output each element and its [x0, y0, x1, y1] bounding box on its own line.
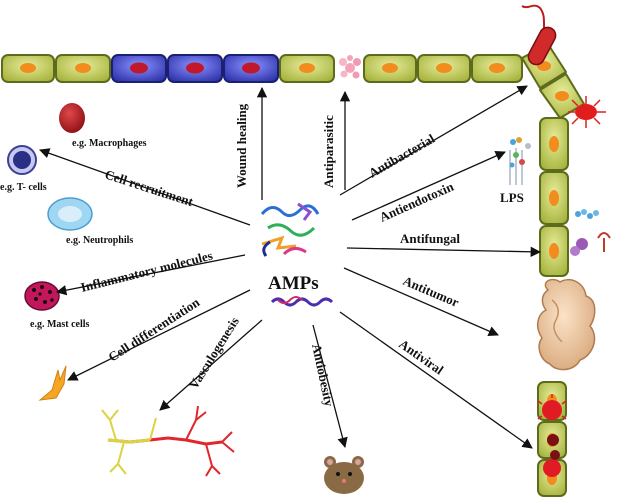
epithelial-cell	[55, 54, 111, 83]
label-antiparasitic: Antiparasitic	[321, 115, 336, 188]
label-t-cells: e.g. T- cells	[0, 182, 47, 193]
label-cell-differentiation: Cell differentiation	[105, 294, 202, 364]
epithelial-cell	[471, 54, 523, 83]
lps-icon	[509, 137, 531, 185]
epithelial-cell	[417, 54, 471, 83]
bacterium-icon	[521, 4, 557, 66]
center-label: AMPs	[268, 273, 319, 294]
epithelial-cell	[539, 225, 569, 277]
helix-peptide-icon	[270, 296, 334, 307]
label-lps: LPS	[500, 190, 524, 205]
epithelial-cell	[279, 54, 335, 83]
label-inflammatory-molecules: Inflammatory molecules	[79, 248, 214, 295]
damaged-cell	[167, 54, 223, 83]
tumor-icon	[536, 278, 596, 371]
mast-cell-icon	[24, 281, 60, 311]
damaged-cell	[223, 54, 279, 83]
damaged-cell	[111, 54, 167, 83]
arrow-antitumor	[343, 267, 499, 337]
label-mast-cells: e.g. Mast cells	[30, 319, 90, 330]
label-antiendotoxin: Antiendotoxin	[377, 178, 456, 224]
epithelial-cell	[539, 171, 569, 225]
arrow-antiendotoxin	[351, 151, 506, 221]
virus-icon	[537, 394, 567, 477]
label-cell-recruitment: Cell recruitment	[103, 167, 196, 210]
arrow-cell-recruitment	[39, 148, 251, 226]
epithelium-top	[1, 43, 585, 119]
epithelial-cell	[539, 117, 569, 171]
epithelial-cell	[1, 54, 55, 83]
label-neutrophils: e.g. Neutrophils	[66, 235, 133, 246]
arrow-antiviral	[339, 311, 533, 449]
neutrophil-icon	[47, 197, 93, 231]
label-wound-healing: Wound healing	[234, 103, 249, 188]
arrow-cell-differentiation	[67, 289, 251, 381]
macrophage-icon	[59, 103, 85, 133]
label-vasculogenesis: Vasculogenesis	[186, 314, 242, 391]
arrows	[39, 85, 542, 449]
label-antifungal: Antifungal	[400, 231, 460, 246]
blood-vessel-icon	[101, 405, 235, 477]
label-macrophages: e.g. Macrophages	[72, 138, 147, 149]
differentiated-cell-icon	[38, 365, 67, 401]
label-antiobesity: Antiobesity	[309, 343, 337, 409]
bacterium-icon	[568, 96, 606, 128]
label-antitumor: Antitumor	[401, 273, 462, 310]
protein-structure-icon	[260, 202, 320, 257]
t-cell-icon	[7, 145, 37, 175]
mouse-icon	[324, 456, 364, 494]
fungus-icon	[570, 209, 611, 256]
label-antibacterial: Antibacterial	[366, 131, 438, 181]
epithelial-cell	[539, 73, 585, 119]
epithelial-cell	[363, 54, 417, 83]
arrow-antibacterial	[339, 85, 528, 196]
arrow-antiobesity	[312, 324, 348, 449]
parasite-icon	[339, 55, 361, 79]
arrow-inflammatory	[55, 254, 246, 296]
arrow-vasculogenesis	[159, 319, 263, 411]
arrow-antifungal	[346, 246, 542, 258]
